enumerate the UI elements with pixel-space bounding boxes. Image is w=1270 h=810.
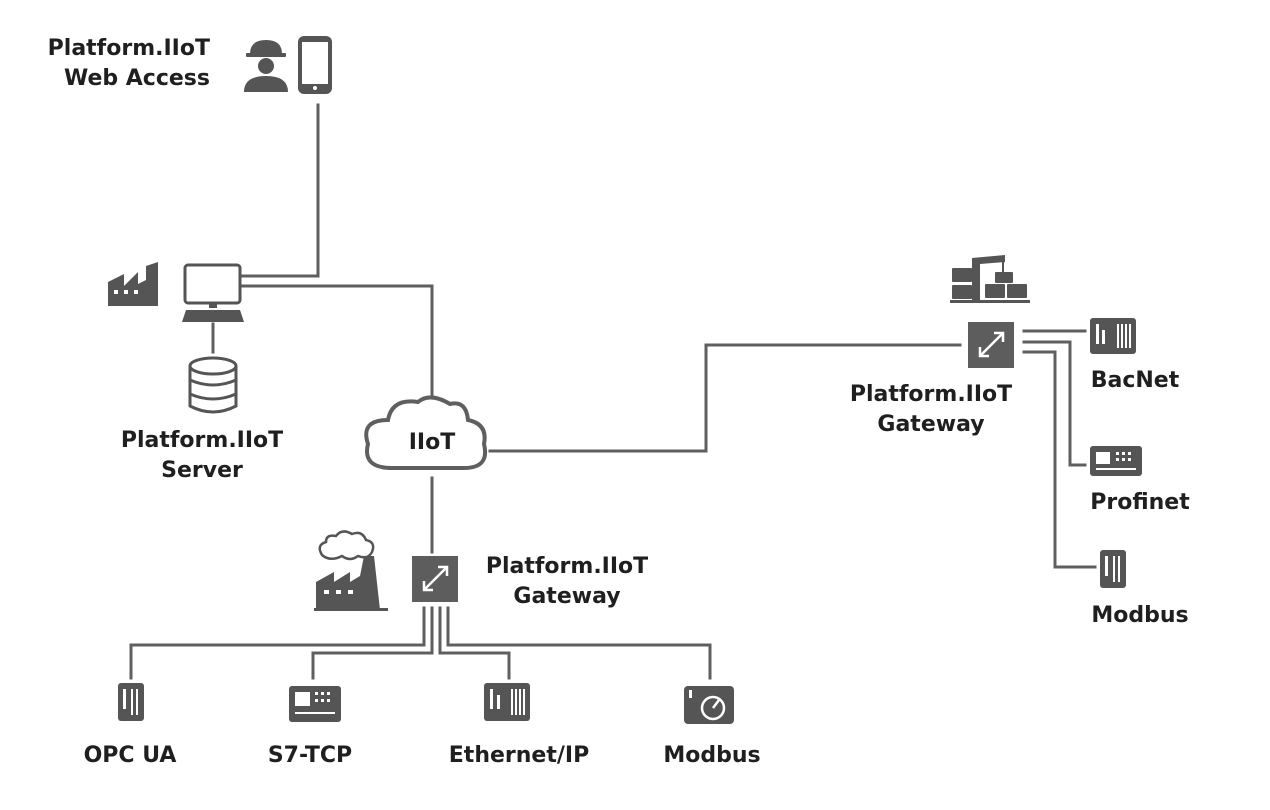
opcua-device-icon [118, 683, 144, 721]
worker-icon [244, 40, 288, 92]
gateway-bottom-label-line2: Gateway [513, 584, 621, 609]
factory-icon [108, 262, 158, 306]
gateway-right-label-line2: Gateway [877, 412, 985, 437]
line-phone-to-server [240, 103, 320, 278]
line-gw-to-modbus-right [1022, 350, 1097, 569]
modbus-gauge-device-icon [684, 686, 734, 724]
web-access-label: Platform.IIoT Web Access [40, 34, 210, 94]
computer-icon [182, 263, 244, 322]
line-gw-to-opcua [129, 606, 426, 680]
gateway-right-label: Platform.IIoT Gateway [826, 380, 1036, 440]
modbus-right-label: Modbus [1091, 603, 1189, 628]
gateway-bottom-label-line1: Platform.IIoT [485, 554, 649, 579]
gateway-right-label-line1: Platform.IIoT [849, 382, 1013, 407]
server-label-line1: Platform.IIoT [120, 428, 284, 453]
line-server-to-cloud [240, 284, 434, 400]
web-access-label-line1: Platform.IIoT [47, 36, 210, 61]
line-cloud-to-gateway-right [488, 343, 962, 453]
line-gw-to-s7tcp [311, 606, 434, 680]
gateway-icon-right [968, 322, 1014, 368]
gateway-icon-bottom [412, 556, 458, 602]
modbus-bottom-label: Modbus [663, 743, 761, 768]
profinet-device-icon [1090, 446, 1142, 476]
s7tcp-label: S7-TCP [267, 743, 353, 768]
factory-smoke-icon [314, 530, 388, 611]
web-access-label-line2: Web Access [63, 66, 210, 91]
ethernetip-device-icon [484, 683, 530, 721]
database-icon [188, 356, 238, 414]
cloud-icon [364, 395, 487, 470]
server-label-line2: Server [161, 458, 243, 483]
line-gw-to-profinet [1022, 340, 1087, 467]
crane-port-icon [950, 255, 1030, 303]
mobile-phone-icon [298, 36, 332, 94]
opcua-label: OPC UA [83, 743, 177, 768]
line-gw-to-ethernetip [438, 606, 511, 680]
connection-lines [129, 103, 1097, 680]
profinet-label: Profinet [1090, 490, 1190, 515]
server-label: Platform.IIoT Server [102, 426, 302, 486]
line-gw-to-modbus-bottom [446, 606, 712, 680]
bacnet-label: BacNet [1090, 368, 1180, 393]
gateway-bottom-label: Platform.IIoT Gateway [462, 552, 672, 612]
s7tcp-device-icon [289, 686, 341, 722]
modbus-device-icon-right [1100, 550, 1126, 588]
ethernetip-label: Ethernet/IP [448, 743, 590, 768]
bacnet-device-icon [1090, 318, 1136, 354]
cloud-label: IIoT [408, 430, 456, 455]
